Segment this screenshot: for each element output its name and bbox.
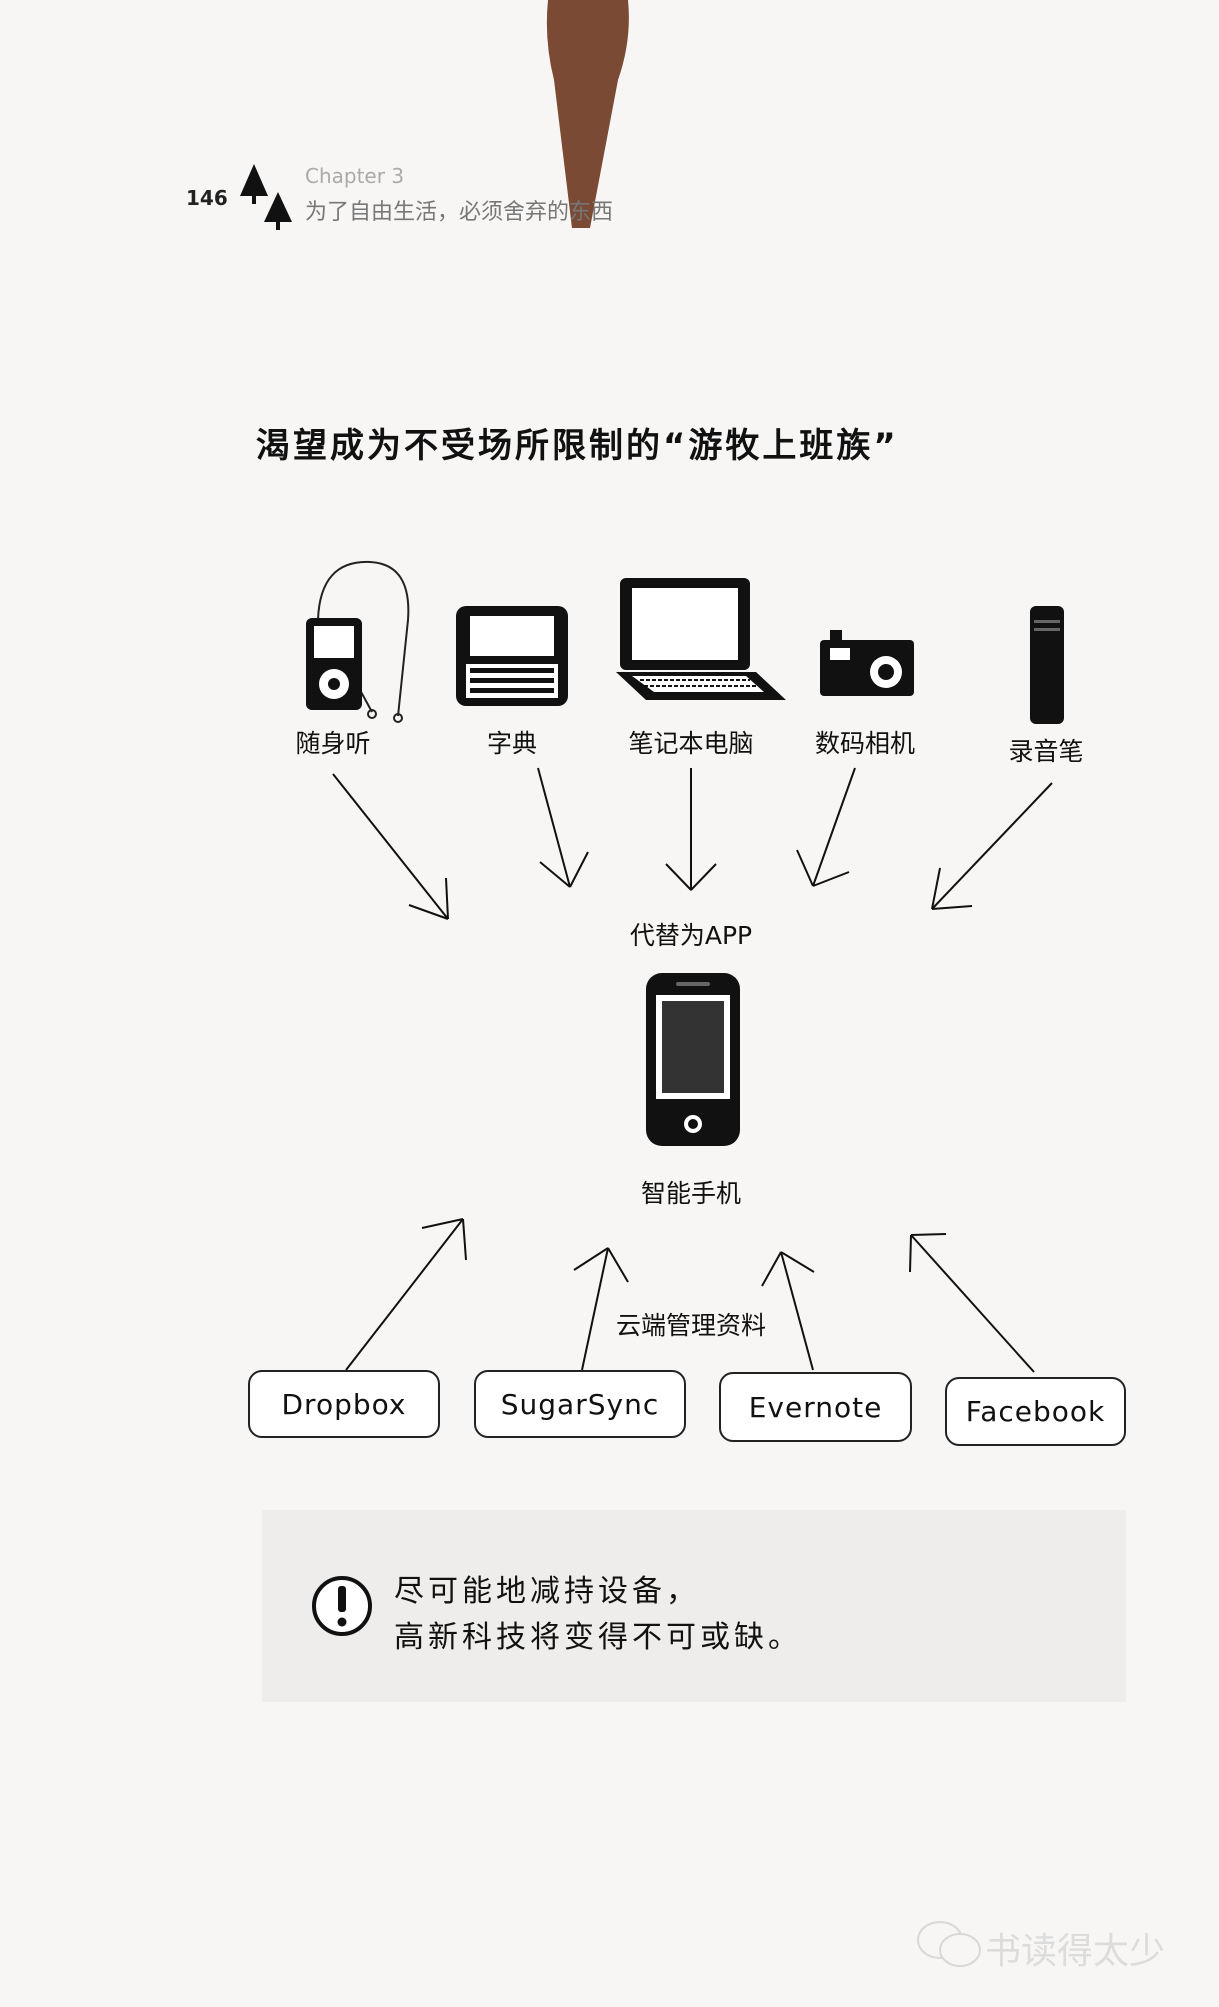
device-label-camera: 数码相机 xyxy=(814,729,916,758)
voice-recorder-icon xyxy=(1030,606,1064,724)
phone-label: 智能手机 xyxy=(640,1179,742,1208)
note-line-1: 尽可能地减持设备， xyxy=(394,1574,700,1609)
device-label-dictionary: 字典 xyxy=(486,729,538,758)
note-box xyxy=(262,1510,1126,1702)
service-box-sugarsync: SugarSync xyxy=(474,1370,686,1438)
replace-label: 代替为APP xyxy=(629,921,753,950)
arrows-to-phone xyxy=(332,767,1053,920)
diagram-title: 渴望成为不受场所限制的“游牧上班族” xyxy=(256,426,899,466)
cloud-label: 云端管理资料 xyxy=(615,1311,767,1340)
page-number: 146 xyxy=(186,186,228,210)
watermark: 书读得太少 xyxy=(985,1931,1166,1972)
device-label-recorder: 录音笔 xyxy=(1008,737,1084,766)
service-box-facebook: Facebook xyxy=(945,1377,1126,1446)
music-player-icon xyxy=(306,560,410,723)
tree-icon xyxy=(240,164,292,230)
laptop-icon xyxy=(616,578,786,700)
service-box-evernote: Evernote xyxy=(719,1372,912,1442)
service-box-dropbox: Dropbox xyxy=(248,1370,440,1438)
camera-icon xyxy=(820,630,914,696)
exclamation-icon-overlay xyxy=(312,1576,372,1636)
bookmark-ribbon xyxy=(546,0,629,228)
chapter-label: Chapter 3 xyxy=(305,164,405,188)
device-label-music-player: 随身听 xyxy=(295,729,371,758)
arrows-from-services xyxy=(345,1218,1035,1373)
electronic-dictionary-icon xyxy=(456,606,568,706)
device-label-laptop: 笔记本电脑 xyxy=(628,729,754,758)
note-line-2: 高新科技将变得不可或缺。 xyxy=(394,1620,802,1655)
wechat-icon xyxy=(917,1921,981,1967)
chapter-title: 为了自由生活，必须舍弃的东西 xyxy=(305,200,614,225)
smartphone-icon xyxy=(646,973,740,1146)
